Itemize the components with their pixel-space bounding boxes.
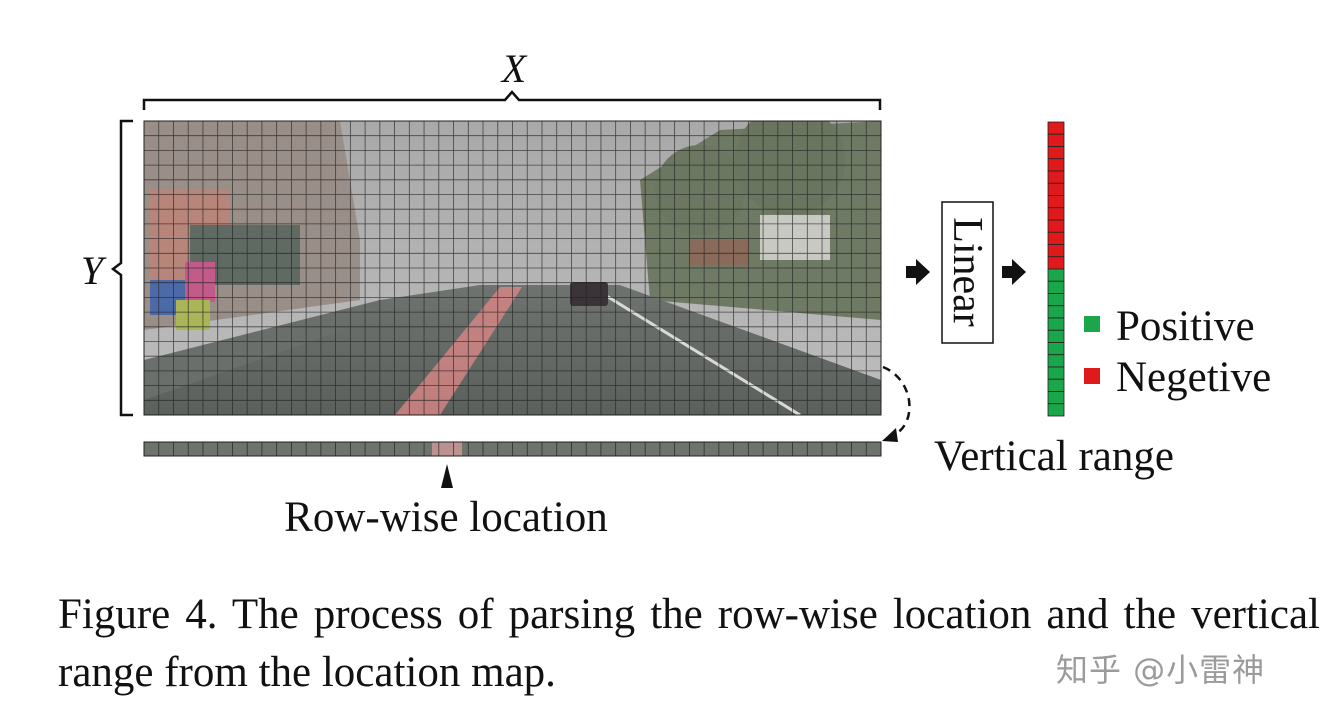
legend-positive-label: Positive [1116,303,1255,350]
range-cell-negative [1047,231,1065,245]
range-cell-positive [1047,391,1065,405]
right-arrow-icon-1 [906,259,930,285]
row-wise-label: Row-wise location [284,494,608,541]
y-axis-symbol: Y [81,248,107,293]
location-map [144,121,881,415]
range-cell-positive [1047,293,1065,307]
positive-swatch [1084,316,1100,332]
range-cell-negative [1047,133,1065,147]
x-brace [142,90,882,110]
range-cell-positive [1047,403,1065,417]
negative-swatch [1084,368,1100,384]
up-arrow-icon [441,464,453,488]
range-cell-negative [1047,244,1065,258]
range-cell-positive [1047,305,1065,319]
x-axis-symbol: X [500,46,528,91]
range-cell-negative [1047,219,1065,233]
y-brace [110,119,133,417]
range-cell-negative [1047,170,1065,184]
range-cell-positive [1047,268,1065,282]
range-cell-negative [1047,207,1065,221]
dashed-arrow [882,365,911,442]
range-cell-positive [1047,317,1065,331]
range-cell-positive [1047,280,1065,294]
range-cell-negative [1047,158,1065,172]
vertical-range-bar [1047,121,1065,417]
range-cell-negative [1047,256,1065,270]
grid-overlay [144,121,881,415]
watermark: 知乎 @小雷神 [1056,651,1266,689]
range-cell-positive [1047,329,1065,343]
figure-caption: Figure 4. The process of parsing the row… [58,591,1320,696]
legend-negative-label: Negetive [1116,354,1271,401]
range-cell-positive [1047,354,1065,368]
range-cell-positive [1047,378,1065,392]
vertical-range-label: Vertical range [934,433,1174,480]
legend: Positive Negetive [1084,303,1271,401]
range-cell-positive [1047,342,1065,356]
linear-block: Linear [941,201,994,344]
range-cell-negative [1047,195,1065,209]
range-cell-negative [1047,121,1065,135]
linear-label: Linear [944,217,990,327]
row-wise-strip [143,441,882,457]
range-cell-negative [1047,146,1065,160]
range-cell-negative [1047,182,1065,196]
range-cell-positive [1047,366,1065,380]
right-arrow-icon-2 [1002,259,1026,285]
